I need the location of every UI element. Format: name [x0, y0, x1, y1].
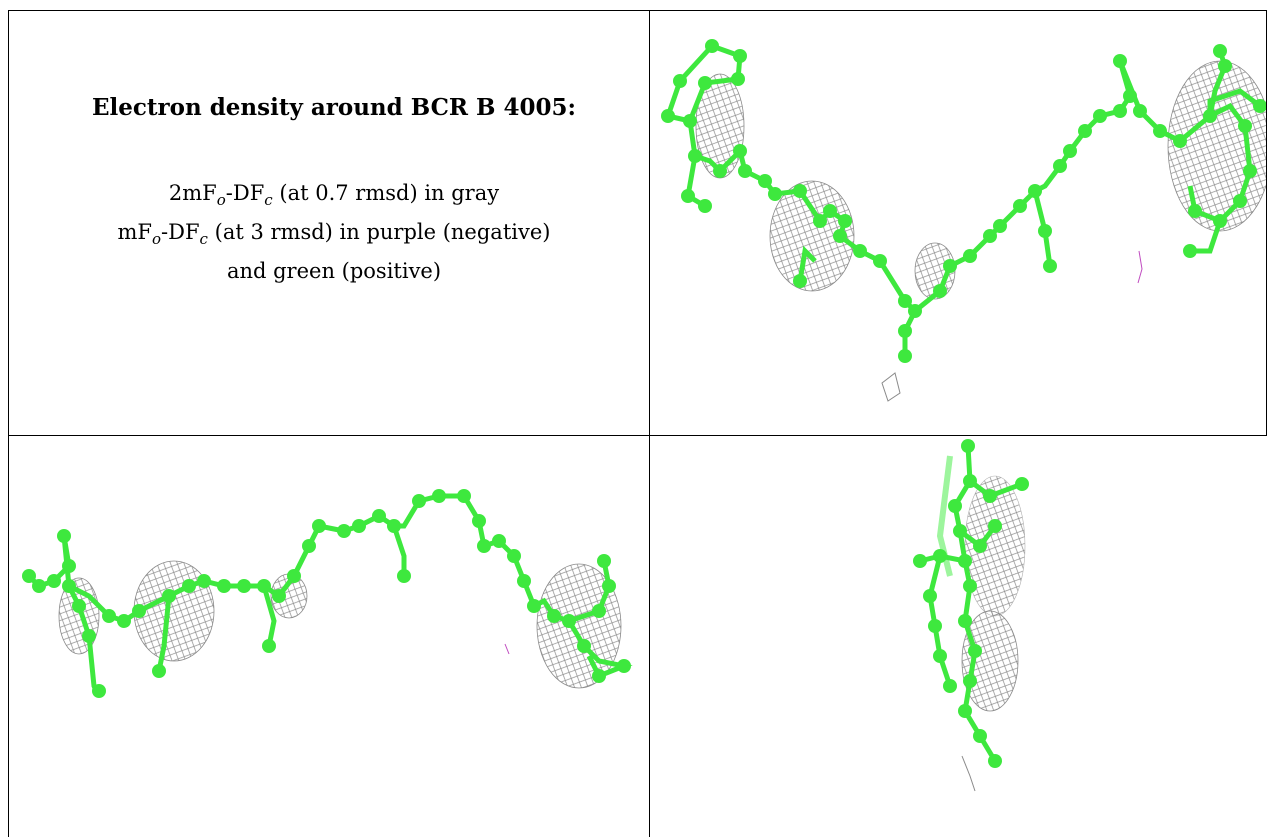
table-border-top — [8, 10, 1267, 11]
negative-density — [1137, 250, 1143, 284]
caption-line-1: 2mFo-DFc (at 0.7 rmsd) in gray — [168, 181, 500, 210]
table-border-right — [1266, 10, 1267, 435]
molecule-view-bottom-right — [650, 436, 1266, 837]
bcr-atoms-bottom-left — [22, 489, 631, 698]
caption-cell: Electron density around BCR B 4005: 2mFo… — [20, 10, 648, 434]
bcr-atoms-bottom-right — [913, 439, 1029, 768]
molecule-view-top-right — [650, 11, 1266, 435]
negative-density-bl — [504, 643, 510, 655]
molecule-svg-top-right — [661, 39, 1266, 402]
density-mesh-br — [961, 475, 1026, 792]
bcr-chain-bottom-left — [27, 493, 633, 698]
molecule-svg-bottom-left — [22, 489, 633, 698]
density-mesh-bl — [58, 560, 622, 689]
table-border-row — [8, 435, 1267, 436]
caption-title: Electron density around BCR B 4005: — [92, 94, 576, 121]
table-border-left — [8, 10, 9, 837]
caption-line-2: mFo-DFc (at 3 rmsd) in purple (negative) — [117, 220, 551, 249]
density-mesh — [695, 60, 1266, 402]
table-border-middle — [649, 10, 650, 837]
molecule-svg-bottom-right — [913, 439, 1029, 792]
molecule-view-bottom-left — [9, 436, 649, 837]
bcr-chain-top — [664, 43, 1262, 356]
caption-line-3: and green (positive) — [226, 259, 442, 284]
bcr-atoms-top — [661, 39, 1266, 363]
